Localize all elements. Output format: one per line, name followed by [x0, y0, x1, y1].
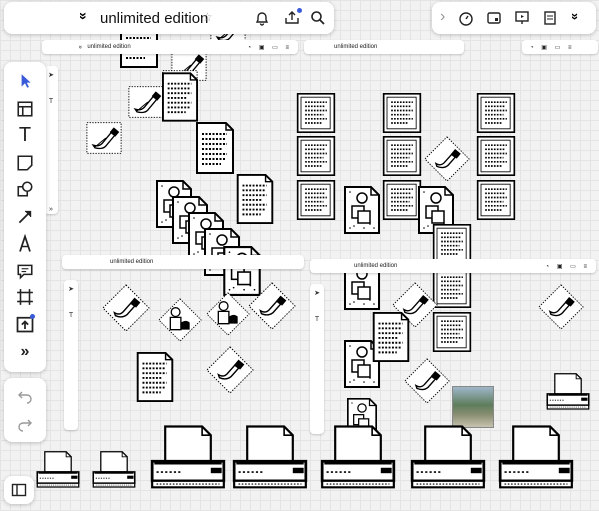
- timer-icon[interactable]: [458, 10, 474, 26]
- nested-board-header[interactable]: » unlimited edition ◔ ▣ ▭ ≡: [42, 40, 298, 54]
- printer-icon[interactable]: [546, 368, 590, 416]
- notification-dot: [297, 8, 302, 13]
- share-upload-icon[interactable]: [284, 9, 300, 25]
- document-icon[interactable]: [290, 180, 342, 220]
- left-toolbar: T »: [4, 62, 46, 372]
- document-icon[interactable]: [376, 93, 428, 133]
- nested-board-header[interactable]: unlimited edition: [304, 40, 464, 54]
- pen-diamond-icon[interactable]: [424, 136, 470, 182]
- printer-icon[interactable]: [320, 420, 396, 496]
- nested-board-title: unlimited edition: [334, 44, 378, 50]
- nested-board-title: unlimited edition: [354, 263, 398, 269]
- chevron-down-icon[interactable]: »: [568, 12, 584, 21]
- text-tool-icon[interactable]: T: [68, 312, 74, 319]
- sticky-note-icon[interactable]: [4, 154, 46, 172]
- bell-icon[interactable]: [254, 10, 270, 26]
- text-tool-icon[interactable]: T: [48, 98, 54, 105]
- text-tool-icon[interactable]: T: [18, 123, 32, 146]
- star-icon[interactable]: ☆: [202, 10, 213, 24]
- document-icon[interactable]: [376, 136, 428, 176]
- document-icon[interactable]: [426, 224, 478, 264]
- board-header: » unlimited edition ☆: [4, 2, 334, 34]
- document-icon[interactable]: [470, 180, 522, 220]
- pen-diamond-icon[interactable]: [538, 284, 584, 330]
- printer-icon[interactable]: [498, 420, 574, 496]
- select-tool-icon[interactable]: ➤: [68, 286, 74, 293]
- printer-icon[interactable]: [36, 446, 80, 494]
- document-icon[interactable]: [136, 352, 174, 402]
- chevron-down-icon[interactable]: »: [76, 45, 83, 49]
- nested-toolbar-icons[interactable]: ◔ ▣ ▭ ≡: [545, 263, 590, 270]
- select-cursor-icon[interactable]: [4, 72, 46, 90]
- nested-left-toolbar[interactable]: ➤ T »: [44, 66, 58, 214]
- document-icon[interactable]: [290, 136, 342, 176]
- document-icon[interactable]: [162, 72, 198, 122]
- document-icon[interactable]: [196, 122, 234, 174]
- select-tool-icon[interactable]: ➤: [314, 290, 320, 297]
- document-icon[interactable]: [470, 136, 522, 176]
- nested-board-title: unlimited edition: [110, 259, 154, 265]
- presentation-icon[interactable]: [514, 10, 530, 26]
- nested-board-header[interactable]: unlimited edition: [62, 255, 304, 269]
- redo-icon[interactable]: [4, 416, 46, 432]
- printer-icon[interactable]: [232, 420, 308, 496]
- landscape-thumbnail[interactable]: [452, 386, 494, 428]
- comment-icon[interactable]: [4, 262, 46, 280]
- top-right-toolbar: › »: [432, 2, 596, 34]
- nested-toolbar-icons[interactable]: ◔ ▣ ▭ ≡: [247, 44, 292, 51]
- document-icon[interactable]: [372, 312, 410, 362]
- undo-icon[interactable]: [4, 388, 46, 404]
- search-icon[interactable]: [310, 10, 326, 26]
- arrow-line-icon[interactable]: [4, 208, 46, 226]
- main-menu-chevron-icon[interactable]: »: [75, 12, 92, 20]
- upload-icon[interactable]: [4, 314, 46, 334]
- embed-icon[interactable]: [486, 10, 502, 26]
- printer-icon[interactable]: [92, 446, 136, 494]
- pen-diamond-icon[interactable]: [206, 346, 254, 394]
- pen-diamond-icon[interactable]: [404, 358, 450, 404]
- document-icon[interactable]: [290, 93, 342, 133]
- sidebar-toggle-panel: [4, 476, 34, 504]
- printer-icon[interactable]: [150, 420, 226, 496]
- board-title[interactable]: unlimited edition: [100, 10, 209, 27]
- printer-icon[interactable]: [410, 420, 486, 496]
- hands-diamond-icon[interactable]: [206, 292, 250, 336]
- document-icon[interactable]: [236, 174, 274, 224]
- nested-left-toolbar[interactable]: ➤ T: [310, 284, 324, 434]
- document-icon[interactable]: [470, 93, 522, 133]
- pen-diamond-icon[interactable]: [102, 284, 150, 332]
- nested-board-title: unlimited edition: [87, 44, 131, 50]
- shape-document-icon[interactable]: [344, 186, 380, 234]
- pen-diamond-icon[interactable]: [248, 282, 296, 330]
- hands-diamond-icon[interactable]: [158, 298, 202, 342]
- text-tool-icon[interactable]: T: [314, 316, 320, 323]
- nested-toolbar-icons[interactable]: ◔ ▣ ▭ ≡: [530, 44, 575, 51]
- sidebar-toggle-icon[interactable]: [11, 482, 27, 498]
- nested-board-toolbar[interactable]: ◔ ▣ ▭ ≡: [522, 40, 598, 54]
- select-tool-icon[interactable]: ➤: [48, 72, 54, 79]
- shapes-icon[interactable]: [4, 180, 46, 198]
- nested-left-toolbar[interactable]: ➤ T: [64, 280, 78, 430]
- frame-template-icon[interactable]: [4, 100, 46, 118]
- more-tools-icon[interactable]: »: [20, 343, 30, 360]
- nested-board-header[interactable]: unlimited edition ◔ ▣ ▭ ≡: [310, 259, 596, 273]
- more-tools-icon[interactable]: »: [49, 206, 53, 213]
- pen-icon[interactable]: [4, 234, 46, 254]
- chevron-right-icon[interactable]: ›: [440, 8, 446, 25]
- pen-tool-icon[interactable]: [82, 120, 126, 156]
- notes-icon[interactable]: [542, 10, 558, 26]
- undo-redo-panel: [4, 378, 46, 442]
- frame-icon[interactable]: [4, 288, 46, 306]
